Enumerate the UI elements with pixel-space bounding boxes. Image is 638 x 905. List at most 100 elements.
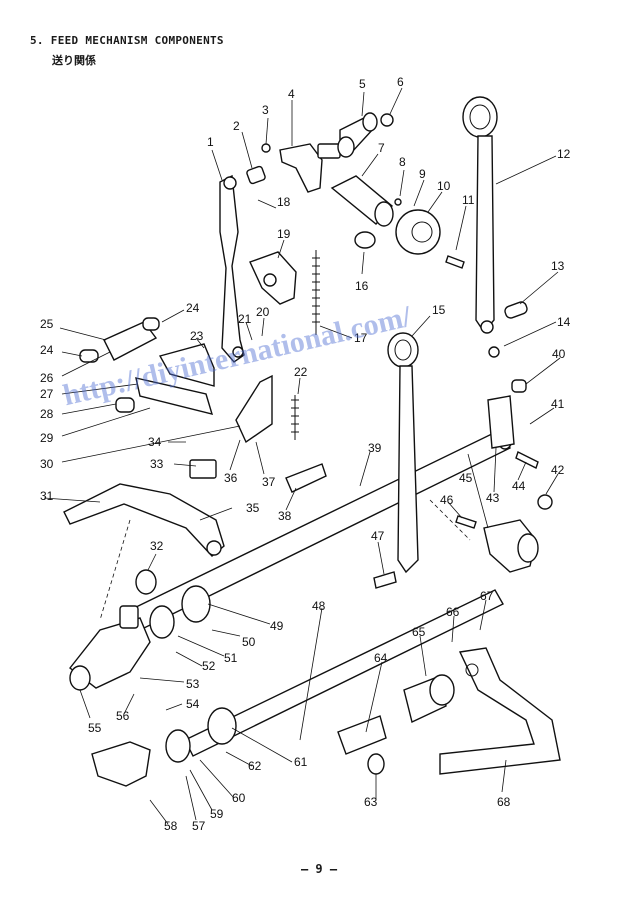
svg-text:4: 4 [288,87,295,101]
link-12 [462,96,498,334]
nut-42 [537,494,553,510]
svg-text:68: 68 [497,795,511,809]
svg-text:6: 6 [397,75,404,89]
svg-text:18: 18 [277,195,291,209]
link-25 [103,321,158,361]
collar-51 [149,605,175,639]
lower-shaft-48 [184,589,504,757]
svg-text:67: 67 [480,589,494,603]
collar-49 [181,585,211,623]
pin-40 [511,379,527,393]
svg-text:9: 9 [419,167,426,181]
svg-text:52: 52 [202,659,216,673]
svg-text:31: 31 [40,489,54,503]
svg-text:50: 50 [242,635,256,649]
section-title: 5. FEED MECHANISM COMPONENTS [30,34,224,47]
svg-text:1: 1 [207,135,214,149]
svg-text:38: 38 [278,509,292,523]
screw-46 [455,515,477,529]
block-43 [487,395,515,449]
svg-text:16: 16 [355,279,369,293]
svg-text:8: 8 [399,155,406,169]
pin-24b [79,349,99,363]
svg-text:36: 36 [224,471,238,485]
screw-44 [515,451,539,469]
ring-16 [354,231,376,249]
svg-text:40: 40 [552,347,566,361]
svg-text:5: 5 [359,77,366,91]
svg-text:41: 41 [551,397,565,411]
fork-57 [91,741,151,787]
svg-text:2: 2 [233,119,240,133]
feed-rod-1 [219,174,245,363]
plate-38 [285,463,327,493]
svg-text:26: 26 [40,371,54,385]
svg-text:39: 39 [368,441,382,455]
dial-gear-10 [395,209,441,255]
svg-text:53: 53 [186,677,200,691]
svg-text:64: 64 [374,651,388,665]
clamp-55 [69,617,151,689]
svg-text:37: 37 [262,475,276,489]
svg-text:12: 12 [557,147,571,161]
screw-47 [373,571,397,589]
svg-text:24: 24 [40,343,54,357]
svg-text:46: 46 [440,493,454,507]
svg-text:66: 66 [446,605,460,619]
collar-61 [207,707,237,745]
svg-text:33: 33 [150,457,164,471]
ring-32 [135,569,157,595]
page-number: – 9 – [300,862,338,876]
pin-64 [337,715,387,755]
bracket-23 [158,343,215,387]
svg-text:24: 24 [186,301,200,315]
svg-text:62: 62 [248,759,262,773]
svg-text:30: 30 [40,457,54,471]
svg-text:45: 45 [459,471,473,485]
spring-22 [291,395,299,440]
collar-28 [115,397,135,413]
top-assembly [246,112,394,193]
link-27 [135,377,214,415]
svg-text:44: 44 [512,479,526,493]
svg-text:42: 42 [551,463,565,477]
svg-text:56: 56 [116,709,130,723]
svg-text:55: 55 [88,721,102,735]
svg-text:58: 58 [164,819,178,833]
svg-text:43: 43 [486,491,500,505]
link-15 [387,332,419,574]
block-33 [189,459,217,479]
svg-text:3: 3 [262,103,269,117]
screw-11 [445,255,465,269]
svg-text:7: 7 [378,141,385,155]
screw-14 [488,346,500,358]
lever-68 [439,647,561,775]
svg-text:29: 29 [40,431,54,445]
svg-text:65: 65 [412,625,426,639]
svg-text:32: 32 [150,539,164,553]
svg-text:14: 14 [557,315,571,329]
svg-text:51: 51 [224,651,238,665]
svg-text:28: 28 [40,407,54,421]
svg-text:48: 48 [312,599,326,613]
svg-text:22: 22 [294,365,308,379]
part-number-labels: 1 2 3 4 5 6 7 8 9 10 11 12 13 14 15 16 1… [40,75,571,833]
svg-text:19: 19 [277,227,291,241]
svg-text:21: 21 [238,312,252,326]
svg-text:59: 59 [210,807,224,821]
svg-text:49: 49 [270,619,284,633]
svg-text:63: 63 [364,795,378,809]
svg-text:17: 17 [354,331,368,345]
svg-text:54: 54 [186,697,200,711]
pin-13 [504,301,528,319]
bracket-36 [235,374,273,444]
pin-24a [142,317,160,331]
svg-text:20: 20 [256,305,270,319]
svg-text:11: 11 [462,193,475,207]
svg-text:27: 27 [40,387,54,401]
section-title-jp: 送り関係 [52,54,96,67]
svg-text:15: 15 [432,303,446,317]
svg-text:47: 47 [371,529,385,543]
svg-text:60: 60 [232,791,246,805]
collar-60 [165,729,191,763]
